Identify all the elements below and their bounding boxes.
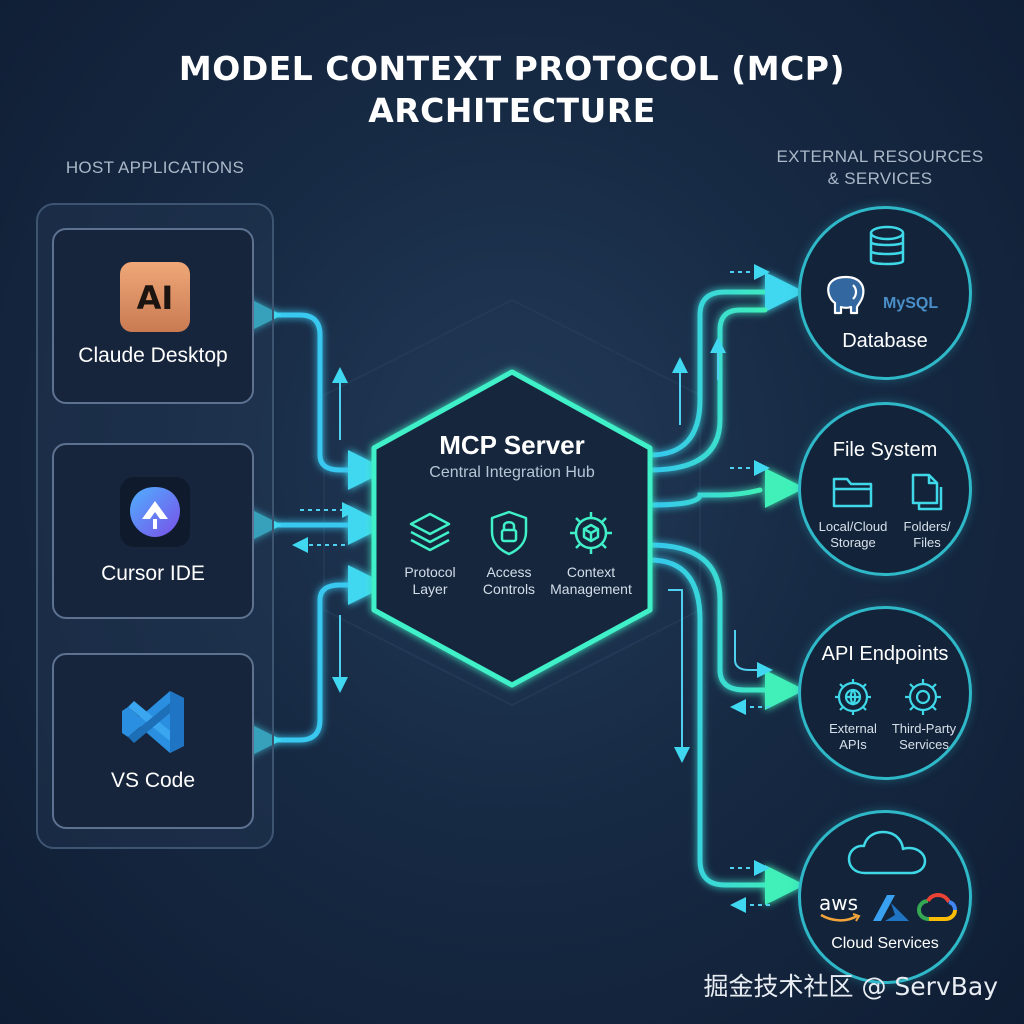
globe-gear-icon <box>835 679 871 715</box>
cloud-icon <box>847 830 927 875</box>
hub-subtitle: Central Integration Hub <box>429 464 595 481</box>
shield-lock-icon <box>490 510 528 556</box>
thin-arrows-left <box>292 367 358 693</box>
diagram-title: MODEL CONTEXT PROTOCOL (MCP) ARCHITECTUR… <box>0 48 1024 132</box>
aws-smile-icon <box>820 913 861 922</box>
wire-cloud <box>647 557 805 905</box>
host-wires <box>242 295 388 760</box>
aws-logo: aws <box>819 891 859 915</box>
feature-label-word: Controls <box>482 581 536 597</box>
vscode-logo-icon <box>120 687 190 757</box>
folder-icon <box>832 477 873 508</box>
sub-local-line1: Local/Cloud <box>818 519 888 534</box>
sub-external-line2: APIs <box>839 737 867 752</box>
resource-api-endpoints[interactable]: API Endpoints External APIs Third-Party … <box>798 606 972 780</box>
sub-local-line2: Storage <box>830 535 876 550</box>
sub-thirdparty-line1: Third-Party <box>891 721 957 736</box>
sub-third-party-services: Third-Party Services <box>883 721 965 753</box>
claude-ai-logo-icon: AI <box>120 262 190 332</box>
host-name-cursor-ide: Cursor IDE <box>101 562 205 585</box>
mysql-logo: MySQL <box>883 295 939 312</box>
host-name-claude-desktop: Claude Desktop <box>78 344 228 367</box>
files-icon <box>911 473 943 511</box>
layers-icon <box>409 512 451 552</box>
host-card-claude-desktop[interactable]: AI Claude Desktop <box>52 228 254 404</box>
external-resources-label: EXTERNAL RESOURCES & SERVICES <box>760 146 1000 190</box>
feature-label-word: Context <box>566 564 616 580</box>
sub-external-apis: External APIs <box>815 721 891 753</box>
hub-title: MCP Server <box>439 430 585 460</box>
wire-filesystem-2 <box>647 487 763 508</box>
database-icon <box>869 225 905 266</box>
cursor-ide-logo-icon <box>120 477 190 547</box>
azure-logo-icon <box>873 895 909 921</box>
feature-label-word: Layer <box>412 581 448 597</box>
resource-cloud-services[interactable]: aws Cloud Services <box>798 810 972 984</box>
wire-api <box>647 542 805 710</box>
title-line-1: MODEL CONTEXT PROTOCOL (MCP) <box>178 49 846 88</box>
thin-arrows-right <box>668 264 773 913</box>
feature-label-word: Protocol <box>404 564 456 580</box>
resource-wires <box>647 272 805 905</box>
resource-title-file-system: File System <box>832 439 938 461</box>
wire-database <box>647 272 805 458</box>
feature-label-word: Management <box>550 581 632 597</box>
resource-database[interactable]: MySQL Database <box>798 206 972 380</box>
host-card-cursor-ide[interactable]: Cursor IDE <box>52 443 254 619</box>
mcp-server-hexagon <box>371 369 653 688</box>
wire-claude <box>242 295 388 490</box>
sub-folders-line2: Files <box>913 535 941 550</box>
host-applications-label: HOST APPLICATIONS <box>65 158 245 177</box>
google-cloud-logo-icon <box>917 893 957 921</box>
postgresql-elephant-icon <box>827 275 865 315</box>
sub-local-cloud-storage: Local/Cloud Storage <box>809 519 897 551</box>
resource-title-api-endpoints: API Endpoints <box>821 643 949 665</box>
wire-database-2 <box>647 307 768 473</box>
resource-file-system[interactable]: File System Local/Cloud Storage Folders/… <box>798 402 972 576</box>
resource-title-database: Database <box>842 330 928 352</box>
wire-vscode <box>242 565 388 760</box>
watermark: 掘金技术社区 @ ServBay <box>703 972 998 1001</box>
external-resources-label-line-1: EXTERNAL RESOURCES <box>776 147 984 166</box>
svg-text:AI: AI <box>137 279 174 317</box>
title-line-2: ARCHITECTURE <box>368 91 656 130</box>
sub-folders-files: Folders/ Files <box>891 519 963 551</box>
gear-cube-icon <box>570 512 612 554</box>
sub-external-line1: External <box>829 721 877 736</box>
gear-icon <box>905 679 941 715</box>
sub-thirdparty-line2: Services <box>899 737 949 752</box>
host-card-vs-code[interactable]: VS Code <box>52 653 254 829</box>
host-name-vs-code: VS Code <box>110 769 196 792</box>
sub-folders-line1: Folders/ <box>903 519 951 534</box>
external-resources-label-line-2: & SERVICES <box>827 169 933 188</box>
feature-label-word: Access <box>486 564 532 580</box>
resource-title-cloud-services: Cloud Services <box>831 935 939 952</box>
